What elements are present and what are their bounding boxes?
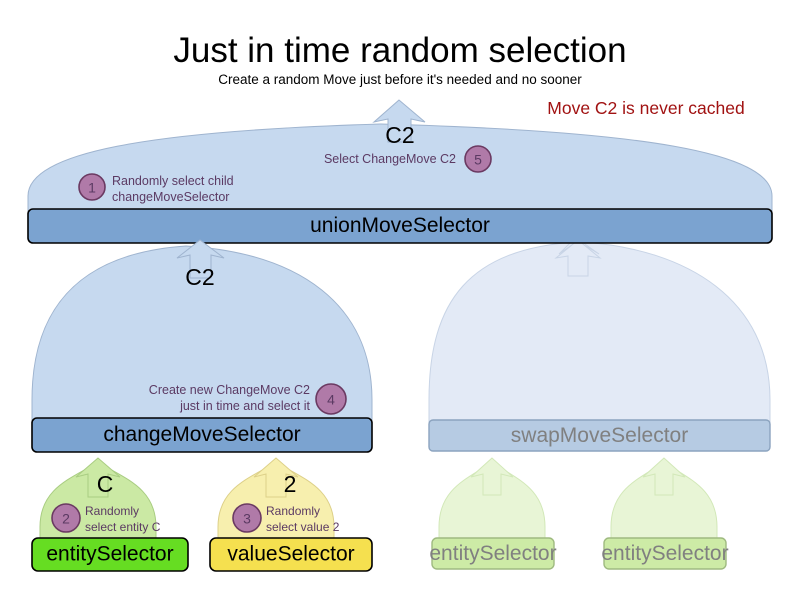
step-5-badge [464, 145, 492, 173]
entity-selector-left-group[interactable]: C 2 Randomly select entity C entitySelec… [31, 457, 189, 572]
step-4-group: Create new ChangeMove C2 just in time an… [149, 383, 347, 415]
union-move-selector-dome [27, 123, 773, 213]
step-2-number: 2 [62, 511, 70, 527]
change-move-selector-arrow-tip [176, 239, 225, 279]
step-3-group: 3 Randomly select value 2 [232, 503, 340, 534]
step-1-badge [78, 173, 106, 201]
union-move-selector-label: unionMoveSelector [310, 214, 490, 237]
entity-selector-ghost-1-arrow-tip [470, 457, 514, 496]
swap-move-selector-bar[interactable] [428, 419, 771, 452]
step-1-line-1: Randomly select child [112, 174, 234, 188]
entity-selector-left-label: entitySelector [46, 543, 173, 566]
union-move-selector-group[interactable]: C2 Select ChangeMove C2 5 1 Randomly sel… [27, 99, 773, 244]
step-1-group: 1 Randomly select child changeMoveSelect… [78, 173, 234, 204]
step-3-line-2: select value 2 [266, 520, 340, 534]
change-move-selector-group[interactable]: C2 Create new ChangeMove C2 just in time… [31, 239, 373, 453]
value-selector-label: valueSelector [227, 543, 354, 566]
step-2-group: 2 Randomly select entity C [51, 503, 161, 534]
step-4-badge [315, 383, 347, 415]
union-move-selector-arrow-tip [372, 99, 426, 143]
entity-selector-left-bar[interactable] [31, 537, 189, 572]
step-4-line-2: just in time and select it [179, 399, 310, 413]
entity-selector-ghost-2-bar[interactable] [603, 537, 727, 570]
step-3-line-1: Randomly [266, 504, 320, 518]
value-selector-group[interactable]: 2 3 Randomly select value 2 valueSelecto… [209, 457, 373, 572]
value-selector-bar[interactable] [209, 537, 373, 572]
page-subtitle: Create a random Move just before it's ne… [218, 72, 582, 87]
value-selector-flow-label: 2 [284, 471, 297, 497]
swap-move-selector-label: swapMoveSelector [511, 424, 688, 447]
swap-move-selector-group[interactable]: swapMoveSelector [428, 237, 771, 452]
step-2-line-1: Randomly [85, 504, 139, 518]
value-selector-arrow-tip [253, 457, 299, 498]
change-move-selector-bar[interactable] [31, 417, 373, 453]
union-flow-label: C2 [385, 122, 414, 148]
step-1-line-2: changeMoveSelector [112, 190, 229, 204]
swap-move-selector-arrow-tip [554, 239, 602, 277]
step-5-group: Select ChangeMove C2 5 [324, 145, 492, 173]
step-5-number: 5 [474, 152, 482, 168]
change-move-selector-dome [31, 245, 373, 424]
entity-selector-ghost-1-bar[interactable] [431, 537, 555, 570]
entity-selector-ghost-1-label: entitySelector [429, 542, 556, 565]
swap-move-selector-dome [428, 237, 771, 424]
step-2-line-2: select entity C [85, 520, 161, 534]
entity-selector-ghost-2-group[interactable]: entitySelector [601, 457, 729, 570]
step-3-number: 3 [243, 511, 251, 527]
entity-selector-left-flow-label: C [97, 471, 114, 497]
entity-selector-left-arrow-tip [75, 457, 121, 498]
change-flow-label: C2 [185, 264, 214, 290]
step-4-number: 4 [327, 392, 335, 408]
union-move-selector-bar[interactable] [27, 208, 773, 244]
page-title: Just in time random selection [173, 31, 626, 70]
entity-selector-ghost-2-arrow-tip [642, 457, 686, 496]
step-1-number: 1 [88, 180, 96, 196]
step-2-badge [51, 503, 81, 533]
entity-selector-ghost-2-label: entitySelector [601, 542, 728, 565]
never-cached-note: Move C2 is never cached [547, 98, 744, 118]
step-5-line-1: Select ChangeMove C2 [324, 152, 456, 166]
change-move-selector-label: changeMoveSelector [103, 423, 300, 446]
step-3-badge [232, 503, 262, 533]
step-4-line-1: Create new ChangeMove C2 [149, 383, 310, 397]
entity-selector-ghost-1-group[interactable]: entitySelector [429, 457, 557, 570]
